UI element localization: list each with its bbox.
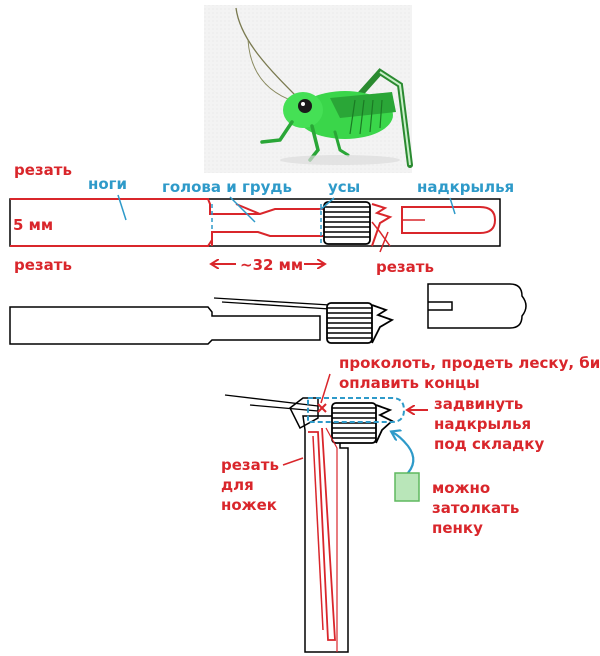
x-mark-icon [317,403,327,413]
label-wings: надкрылья [417,178,514,196]
pointer-antennae [319,197,335,211]
coil-winding-2 [326,302,373,344]
label-foam-3: пенку [432,519,483,537]
antenna-wire-1 [213,297,331,306]
arrow-under-fold [392,432,415,477]
zigzag-cut [371,203,393,247]
label-cut-top: резать [14,161,72,179]
leg-cut-1 [308,427,336,641]
foam-square [394,472,420,502]
label-antennae: усы [328,178,360,196]
legs-body-outline [9,306,321,345]
assembly: проколоть, продеть леску, бисер, оплавит… [221,354,600,653]
pointer-leg-cut [282,457,304,466]
pointer-cut-right [379,231,389,253]
vertical-body [302,415,349,653]
label-legs-cut-3: ножек [221,496,277,514]
label-legs-cut-2: для [221,476,254,494]
label-legs: ноги [88,175,127,193]
leg-cut-2 [312,435,324,631]
cut-strip [9,283,527,345]
coil-winding-3 [331,402,377,444]
assembly-antenna-1 [224,394,319,407]
coil-winding [323,201,371,245]
label-pierce-1: проколоть, продеть леску, бисер, [339,354,600,372]
assembly-antenna-2 [249,404,319,412]
grasshopper-photo [204,5,413,173]
label-cut-bottom: резать [14,256,72,274]
pointer-wings [449,197,456,215]
antenna-wire-2 [221,301,331,310]
label-pierce-2: оплавить концы [339,374,480,392]
pointer-pierce [320,373,331,404]
label-slide-2: надкрылья [434,415,531,433]
wings-outline [401,206,497,234]
label-cut-right: резать [376,258,434,276]
label-length: ~32 мм [240,256,303,274]
label-legs-cut-1: резать [221,456,279,474]
label-foam-2: затолкать [432,499,519,517]
cut-line-bottom [10,231,323,247]
label-width: 5 мм [13,216,53,234]
head-block [289,397,319,430]
cut-line-top [10,198,323,215]
pointer-legs [117,194,127,221]
strip-outline [9,198,501,247]
wings-piece [427,283,527,329]
wing-dashed-outline [307,397,406,423]
label-slide-1: задвинуть [434,395,523,413]
label-head-chest: голова и грудь [162,178,292,196]
label-slide-3: под складку [434,435,544,453]
strip-layout: резать 5 мм резать ноги голова и грудь у… [9,161,514,276]
label-foam-1: можно [432,479,490,497]
pointer-head [229,196,256,223]
